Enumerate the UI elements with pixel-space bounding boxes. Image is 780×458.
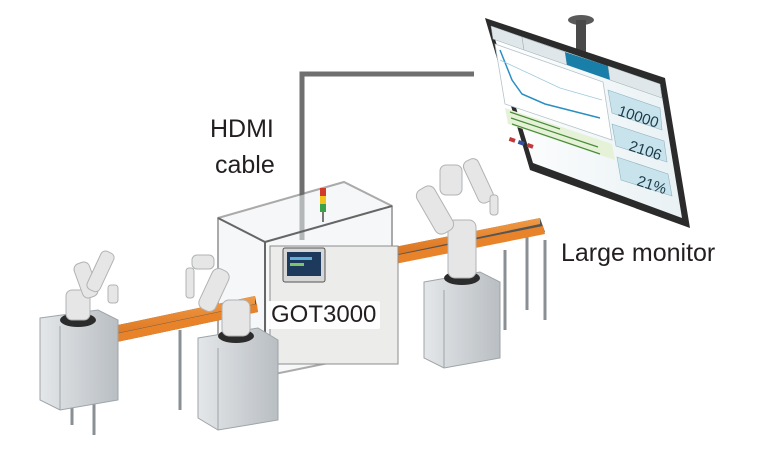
robot-arm-right [415, 158, 499, 285]
got3000-terminal [282, 247, 326, 283]
ceiling-mount [568, 15, 594, 68]
hdmi-cable-label-line2: cable [215, 151, 275, 179]
got3000-label: GOT3000 [267, 301, 381, 329]
robot-arm-left [60, 250, 119, 327]
pedestal-center [197, 327, 279, 431]
robot-arm-center [185, 254, 254, 343]
large-monitor: 10000 2106 21% [485, 18, 690, 228]
pedestal-right [423, 271, 501, 369]
hdmi-cable [299, 71, 474, 240]
large-monitor-label: Large monitor [561, 239, 716, 267]
hdmi-cable-label-line1: HDMI [210, 115, 274, 143]
pedestal-left [39, 309, 119, 411]
